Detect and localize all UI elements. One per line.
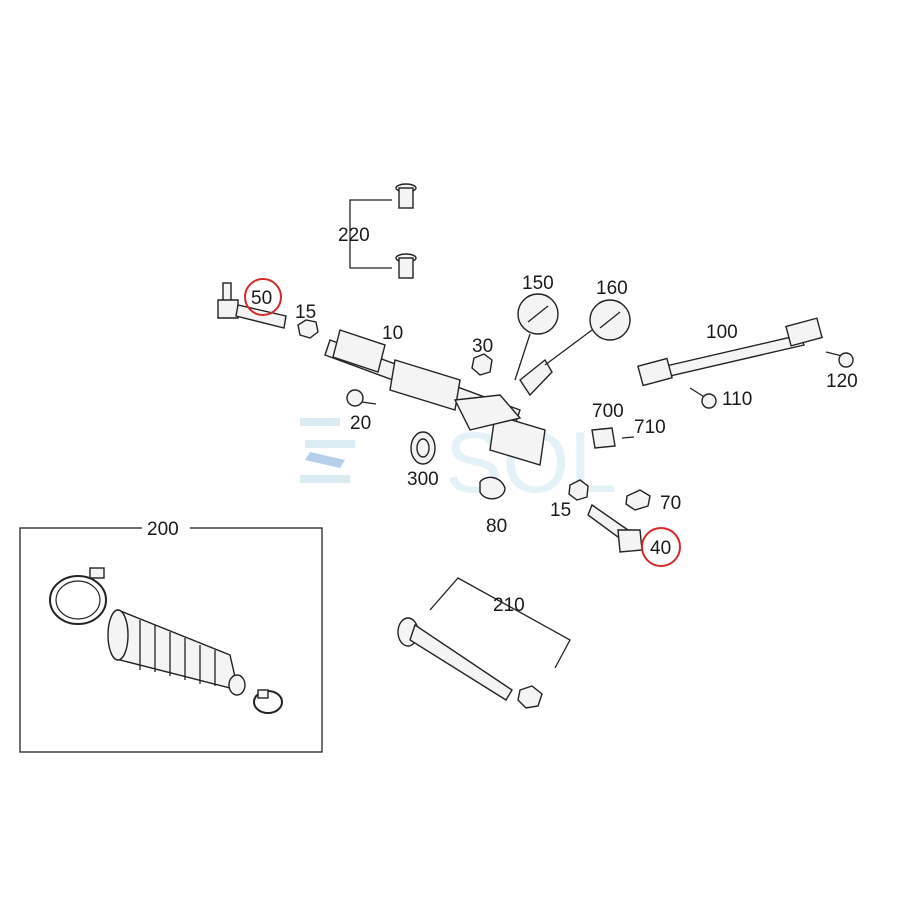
boot-clamp-large: [49, 567, 107, 625]
highlight-50: [244, 278, 282, 316]
bolt-110: [689, 387, 717, 409]
tie-rod-end-right: [587, 503, 643, 553]
clamp-80: [479, 476, 506, 500]
rubber-boot: [107, 608, 246, 696]
nut-15-right: [568, 479, 589, 501]
bolt-20: [346, 389, 377, 407]
mount-300: [410, 431, 436, 465]
label-110: 110: [722, 389, 752, 410]
label-210: 210: [493, 595, 525, 616]
label-120: 120: [826, 371, 858, 392]
label-300: 300: [407, 469, 439, 490]
watermark-logo: SOL: [300, 415, 617, 511]
label-700: 700: [592, 401, 624, 422]
nut-15-left: [297, 319, 319, 339]
pin-710: [621, 436, 635, 439]
label-80: 80: [486, 516, 507, 537]
label-30: 30: [472, 336, 493, 357]
boot-clamp-small: [253, 689, 283, 714]
label-15-right: 15: [550, 500, 571, 521]
bushing-220: [349, 183, 417, 279]
label-50: 50: [251, 288, 272, 309]
cap-700: [591, 427, 616, 449]
steering-shaft-100: [637, 317, 823, 387]
label-20: 20: [350, 413, 371, 434]
tie-rod-end-left: [217, 282, 287, 329]
label-40: 40: [650, 538, 671, 559]
label-200: 200: [147, 519, 179, 540]
label-15-left: 15: [295, 302, 316, 323]
steering-rack: [324, 329, 553, 466]
label-100: 100: [706, 322, 738, 343]
nut-30: [471, 353, 493, 376]
label-10: 10: [382, 323, 403, 344]
label-710: 710: [634, 417, 666, 438]
label-220: 220: [338, 225, 370, 246]
inner-tie-rod-210: [397, 577, 571, 709]
label-150: 150: [522, 273, 554, 294]
label-70: 70: [660, 493, 681, 514]
bolt-120: [825, 351, 854, 368]
label-160: 160: [596, 278, 628, 299]
highlight-40: [641, 527, 681, 567]
nut-70: [625, 489, 651, 511]
